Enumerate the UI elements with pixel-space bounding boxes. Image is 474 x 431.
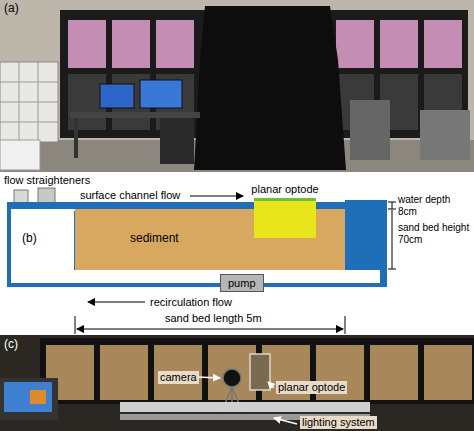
- depth-dimension: [392, 202, 393, 209]
- desk-leg: [74, 118, 78, 158]
- flow-arrow: [88, 301, 145, 302]
- flow-label: surface channel flow: [80, 189, 180, 202]
- setup-photo: [0, 335, 474, 431]
- lab-photo: [0, 0, 474, 172]
- tank-drain: [380, 268, 387, 287]
- dimension-tick: [388, 269, 396, 270]
- optode-box: planar optode: [230, 183, 340, 238]
- recirculation-pipe: [9, 205, 385, 285]
- length-dimension: [77, 329, 343, 330]
- part-label: lighting system: [300, 416, 377, 429]
- monitor: [100, 84, 134, 108]
- part-label: camera: [158, 371, 199, 384]
- leader-line: [197, 377, 220, 378]
- part-label: flow straighteners: [4, 174, 90, 187]
- screen-image: [30, 390, 46, 404]
- outlet-tank: [345, 200, 387, 270]
- part-label: planar optode: [276, 381, 347, 394]
- panel-letter: (a): [4, 2, 19, 16]
- water-tote: [0, 62, 58, 142]
- dimension-tick: [75, 316, 76, 334]
- flow-label: recirculation flow: [150, 296, 232, 309]
- leader-line: [268, 382, 274, 388]
- chair: [160, 118, 194, 164]
- node-heading: planar optode: [230, 183, 340, 196]
- desk: [70, 112, 200, 118]
- box: [0, 140, 40, 170]
- cart: [350, 100, 390, 160]
- panel-letter: (c): [4, 338, 18, 352]
- lab-wall: [0, 0, 474, 172]
- laptop: [0, 378, 58, 420]
- leader-line: [274, 418, 297, 424]
- optode-foil: [250, 354, 270, 390]
- laptop-screen: [4, 382, 52, 412]
- tote-cage: [0, 62, 58, 142]
- dimension-label: water depth 8cm: [398, 194, 470, 217]
- cabinet: [420, 110, 470, 160]
- sand-windows: [46, 345, 472, 400]
- black-tarp: [194, 6, 346, 170]
- dimension-tick: [388, 202, 396, 203]
- flow-arrow: [190, 195, 243, 196]
- dimension-label: sand bed length 5m: [165, 312, 262, 325]
- flume-frame: [40, 338, 474, 404]
- height-dimension: [392, 210, 393, 269]
- photo-ground: [0, 335, 474, 431]
- camera-body: [223, 369, 241, 387]
- flume-schematic: [7, 188, 396, 334]
- dimension-tick: [388, 209, 396, 210]
- node-label: sediment: [130, 231, 179, 245]
- dimension-tick: [345, 316, 346, 334]
- node-label: pump: [228, 277, 256, 289]
- panel-letter: (b): [22, 232, 37, 246]
- dimension-label: sand bed height 70cm: [398, 222, 470, 245]
- light-rail: [120, 402, 370, 412]
- pump-box: pump: [220, 274, 264, 292]
- monitor: [140, 80, 182, 108]
- optode-foil: [254, 198, 316, 238]
